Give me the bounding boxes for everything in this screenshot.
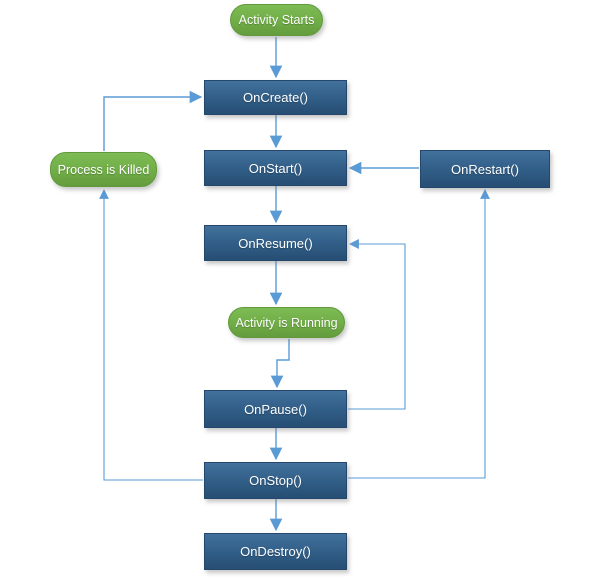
node-activity-starts-label: Activity Starts	[238, 13, 315, 27]
edge-on-stop-to-process-killed	[99, 189, 203, 481]
node-on-restart: OnRestart()	[420, 150, 550, 188]
node-activity-running-label: Activity is Running	[235, 315, 338, 330]
edge-process-killed-to-on-create	[103, 90, 203, 151]
node-on-stop: OnStop()	[204, 462, 347, 499]
edge-activity-running-to-on-pause	[270, 339, 290, 389]
node-on-stop-label: OnStop()	[249, 473, 302, 488]
node-process-killed-label: Process is Killed	[57, 162, 150, 177]
node-activity-running: Activity is Running	[228, 307, 345, 338]
node-on-start: OnStart()	[204, 150, 347, 186]
node-on-create-label: OnCreate()	[242, 90, 309, 105]
node-on-resume-label: OnResume()	[238, 235, 313, 251]
node-on-destroy: OnDestroy()	[204, 533, 347, 570]
node-on-resume: OnResume()	[204, 225, 347, 261]
node-activity-starts: Activity Starts	[230, 4, 323, 36]
node-process-killed: Process is Killed	[50, 152, 157, 187]
edge-on-pause-to-on-resume-loop	[348, 239, 406, 410]
node-on-destroy-label: OnDestroy()	[240, 544, 311, 559]
node-on-create: OnCreate()	[204, 80, 347, 115]
node-on-start-label: OnStart()	[248, 160, 303, 176]
node-on-pause-label: OnPause()	[244, 401, 307, 417]
node-on-restart-label: OnRestart()	[451, 161, 519, 177]
edge-on-stop-to-on-restart-loop	[348, 189, 490, 479]
node-on-pause: OnPause()	[204, 390, 347, 428]
